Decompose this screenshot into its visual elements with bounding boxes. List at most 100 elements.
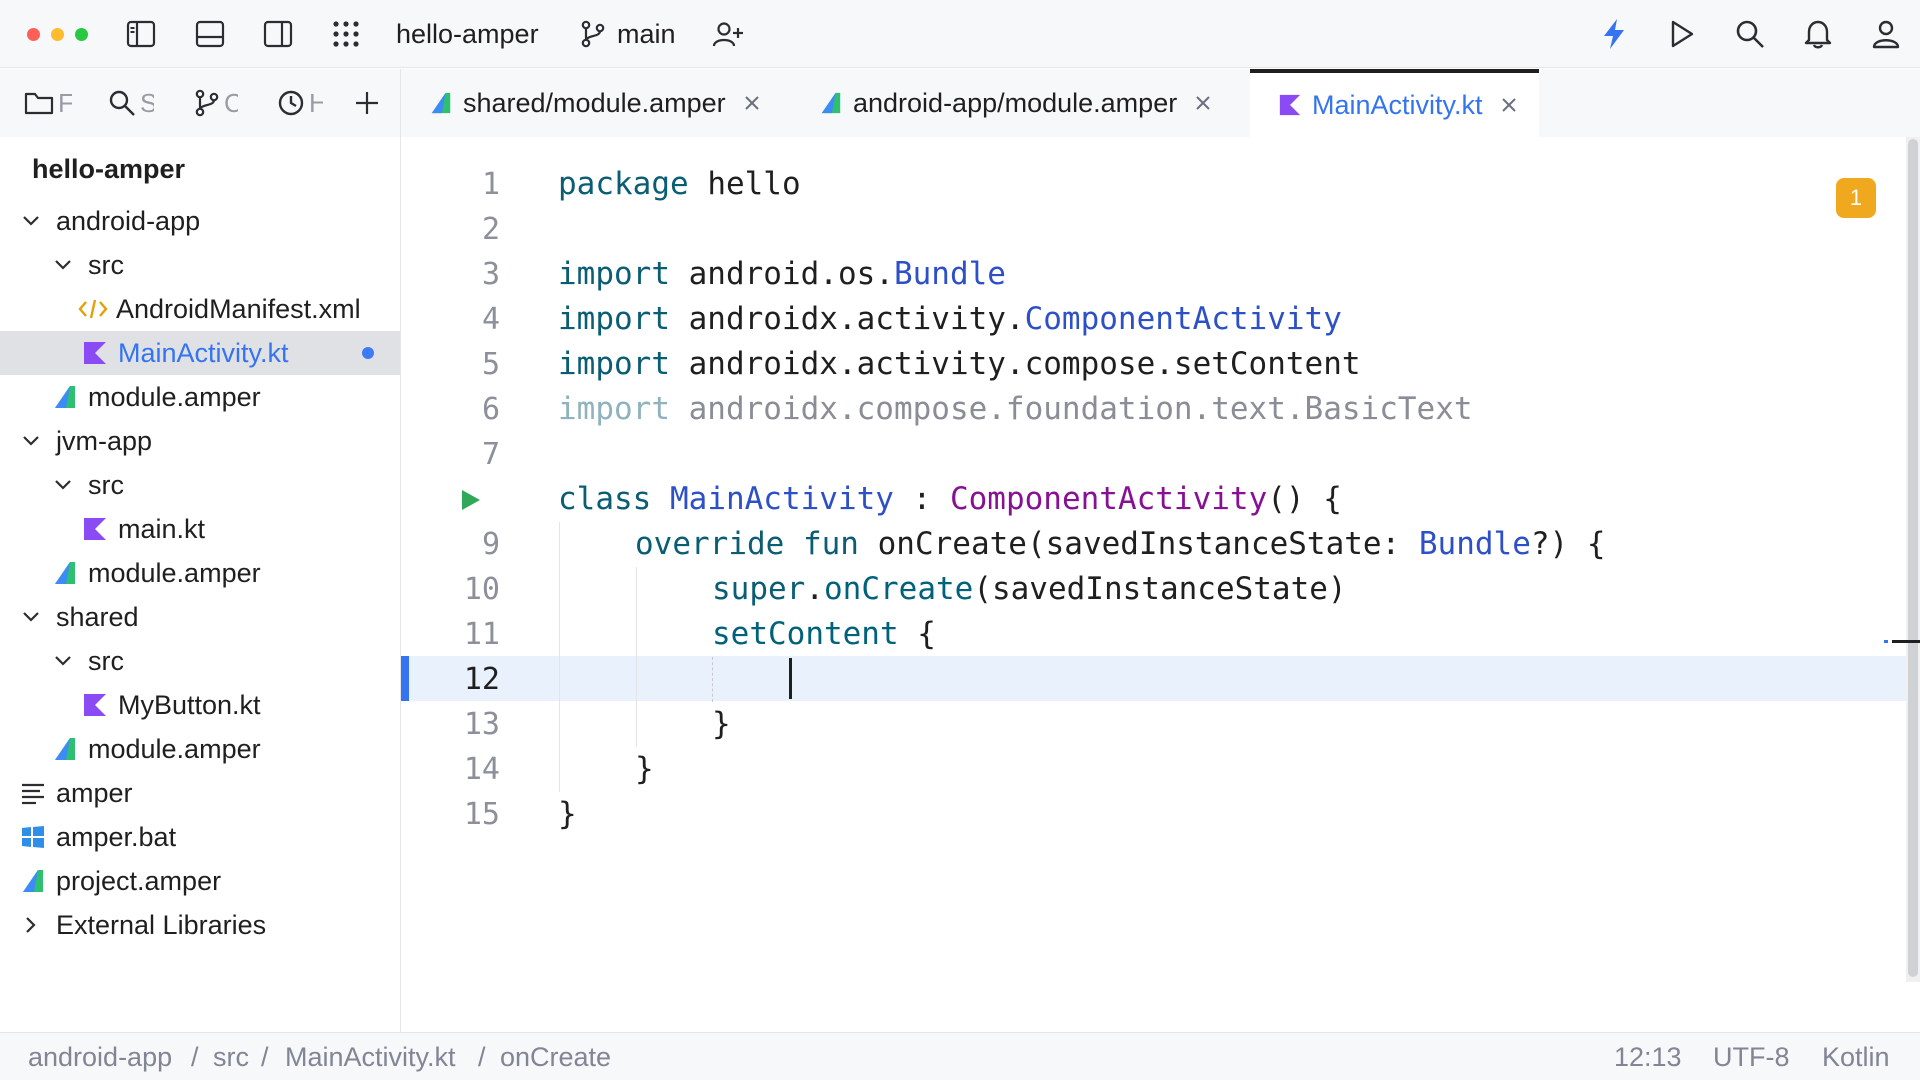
line-number: 2: [481, 212, 500, 247]
chevron-down-icon[interactable]: [18, 604, 44, 630]
code-line-5: import androidx.activity.compose.setCont…: [558, 342, 1361, 387]
title-bar: hello-amper main: [0, 0, 1920, 68]
current-line-marker: [401, 656, 409, 701]
project-tree: hello-amper android-app src AndroidManif…: [0, 137, 401, 1032]
toggle-right-panel-icon[interactable]: [258, 14, 298, 54]
lightning-icon[interactable]: [1594, 14, 1634, 54]
tree-root-project[interactable]: hello-amper: [32, 154, 186, 184]
line-number: 5: [481, 347, 500, 382]
tree-item-module-amper[interactable]: module.amper: [0, 375, 400, 419]
window-minimize-button[interactable]: [51, 28, 64, 41]
kotlin-file-icon: [80, 690, 110, 720]
line-number: 1: [481, 167, 500, 202]
editor-tabs: shared/module.amper android-app/module.a…: [401, 69, 1920, 137]
code-token: class: [558, 481, 652, 517]
caret-position[interactable]: 12:13: [1614, 1042, 1682, 1072]
tree-item-amper-bat[interactable]: amper.bat: [0, 815, 400, 859]
tree-item-external-libraries[interactable]: External Libraries: [0, 903, 400, 947]
code-token: android.os.: [669, 256, 894, 292]
tree-item-label: android-app: [56, 206, 201, 236]
run-icon[interactable]: [1662, 14, 1702, 54]
editor-tab-shared-module-amper[interactable]: shared/module.amper: [401, 69, 782, 137]
code-token: onCreate: [824, 571, 974, 607]
code-line-9: override fun onCreate(savedInstanceState…: [635, 522, 1606, 567]
editor-tab-android-app-module-amper[interactable]: android-app/module.amper: [791, 69, 1233, 137]
add-collaborator-icon[interactable]: [708, 14, 748, 54]
add-tool-tab-button[interactable]: [353, 83, 381, 123]
breadcrumb-src[interactable]: src: [213, 1042, 249, 1072]
file-language[interactable]: Kotlin: [1822, 1042, 1890, 1072]
chevron-down-icon[interactable]: [50, 648, 76, 674]
chevron-right-icon[interactable]: [18, 912, 44, 938]
tool-tab-commit[interactable]: C: [194, 83, 238, 123]
main-menu-grid-icon[interactable]: [326, 14, 366, 54]
tree-item-project-amper[interactable]: project.amper: [0, 859, 400, 903]
breadcrumb-android-app[interactable]: android-app: [28, 1042, 173, 1072]
project-name[interactable]: hello-amper: [396, 19, 539, 49]
code-token: ComponentActivity: [1024, 301, 1342, 337]
tool-tab-project[interactable]: F: [24, 83, 72, 123]
tree-item-shared[interactable]: shared: [0, 595, 400, 639]
tool-tab-search[interactable]: S: [108, 83, 154, 123]
windows-file-icon: [18, 822, 48, 852]
scrollbar-thumb[interactable]: [1908, 139, 1918, 977]
search-everywhere-icon[interactable]: [1730, 14, 1770, 54]
breadcrumb-function[interactable]: onCreate: [500, 1042, 612, 1072]
code-line-6-unused-import: import androidx.compose.foundation.text.…: [558, 387, 1473, 432]
code-token: fun: [784, 526, 859, 562]
editor-tab-label: MainActivity.kt: [1312, 89, 1483, 120]
chevron-down-icon[interactable]: [50, 472, 76, 498]
tree-item-src[interactable]: src: [0, 463, 400, 507]
account-user-icon[interactable]: [1866, 14, 1906, 54]
tree-item-jvm-app[interactable]: jvm-app: [0, 419, 400, 463]
tree-item-src[interactable]: src: [0, 243, 400, 287]
line-number: 14: [463, 752, 500, 787]
tree-item-android-manifest[interactable]: AndroidManifest.xml: [0, 287, 400, 331]
tree-item-label: amper: [56, 778, 133, 808]
chevron-down-icon[interactable]: [18, 428, 44, 454]
tree-item-main-kt[interactable]: main.kt: [0, 507, 400, 551]
tree-item-android-app[interactable]: android-app: [0, 199, 400, 243]
branch-name[interactable]: main: [617, 19, 676, 49]
breadcrumb-file[interactable]: MainActivity.kt: [285, 1042, 456, 1072]
tree-item-main-activity[interactable]: MainActivity.kt: [0, 331, 400, 375]
close-tab-icon[interactable]: [740, 91, 764, 115]
git-branch-icon[interactable]: [573, 14, 613, 54]
tool-tab-history[interactable]: H: [277, 83, 323, 123]
code-line-13: }: [712, 706, 731, 742]
notifications-bell-icon[interactable]: [1798, 14, 1838, 54]
close-tab-icon[interactable]: [1191, 91, 1215, 115]
folder-icon: [24, 92, 54, 115]
line-number: 6: [481, 392, 500, 427]
editor-tab-label: android-app/module.amper: [853, 87, 1178, 118]
tree-item-module-amper[interactable]: module.amper: [0, 551, 400, 595]
run-gutter-icon[interactable]: [458, 488, 482, 512]
window-close-button[interactable]: [27, 28, 40, 41]
tree-item-label: src: [88, 470, 124, 500]
code-token: {: [898, 616, 936, 652]
kotlin-file-icon: [80, 338, 110, 368]
breadcrumb-separator: /: [261, 1042, 269, 1072]
editor-tab-main-activity[interactable]: MainActivity.kt: [1250, 69, 1539, 137]
plus-icon: [356, 92, 378, 114]
chevron-down-icon[interactable]: [18, 208, 44, 234]
tree-item-label: src: [88, 250, 124, 280]
code-token: hello: [688, 166, 801, 202]
tree-item-src[interactable]: src: [0, 639, 400, 683]
close-tab-icon[interactable]: [1497, 93, 1521, 117]
tree-item-label: module.amper: [88, 382, 261, 412]
chevron-down-icon[interactable]: [50, 252, 76, 278]
window-zoom-button[interactable]: [75, 28, 88, 41]
code-token: Bundle: [893, 256, 1006, 292]
history-icon: [278, 90, 304, 116]
toggle-bottom-panel-icon[interactable]: [190, 14, 230, 54]
code-token: Bundle: [1418, 526, 1531, 562]
problems-badge[interactable]: 1: [1836, 178, 1876, 218]
tree-item-amper-script[interactable]: amper: [0, 771, 400, 815]
code-token: :: [893, 481, 950, 517]
tree-item-module-amper[interactable]: module.amper: [0, 727, 400, 771]
tree-item-my-button[interactable]: MyButton.kt: [0, 683, 400, 727]
file-encoding[interactable]: UTF-8: [1713, 1042, 1790, 1072]
code-editor[interactable]: [401, 137, 1920, 1032]
toggle-left-panel-icon[interactable]: [121, 14, 161, 54]
